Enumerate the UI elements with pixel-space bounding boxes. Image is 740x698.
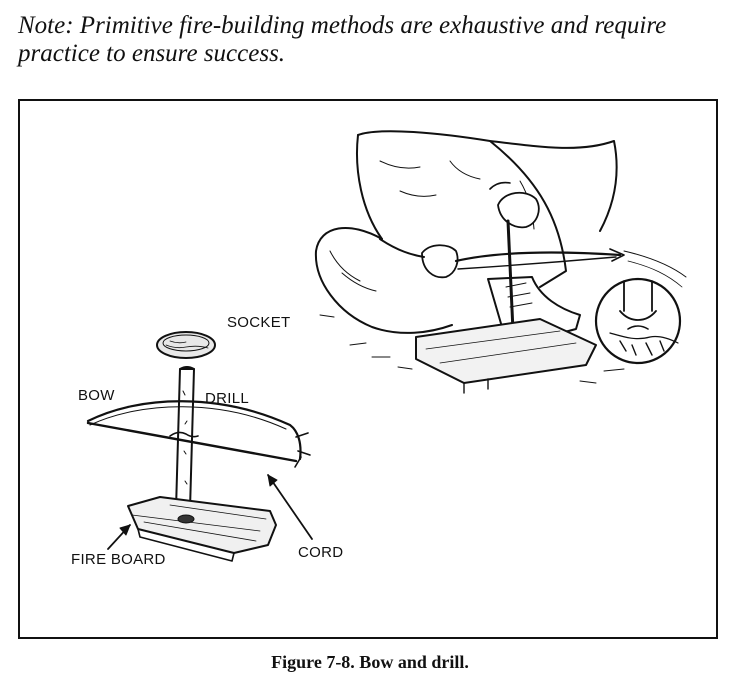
figure-caption: Figure 7-8. Bow and drill. — [271, 652, 469, 672]
bow-drill-in-use-drawing — [319, 219, 687, 394]
socket-label: SOCKET — [227, 314, 291, 331]
bow-and-drill-illustration — [86, 130, 687, 562]
fire-board-label: FIRE BOARD — [71, 551, 166, 568]
kneeling-person-drawing — [314, 130, 618, 336]
socket-drawing — [156, 331, 216, 359]
magnified-inset-drawing — [594, 277, 682, 365]
bow-drawing — [86, 400, 311, 468]
cord-label: CORD — [298, 544, 344, 561]
label-arrows — [107, 474, 313, 550]
drill-drawing — [175, 366, 195, 510]
bow-label: BOW — [78, 387, 115, 404]
note-text: Note: Primitive fire-building methods ar… — [18, 12, 667, 67]
drill-label: DRILL — [205, 390, 250, 407]
figure-frame: SOCKET BOW DRILL FIRE BOARD CORD — [18, 99, 718, 639]
fire-board-drawing — [127, 496, 277, 562]
